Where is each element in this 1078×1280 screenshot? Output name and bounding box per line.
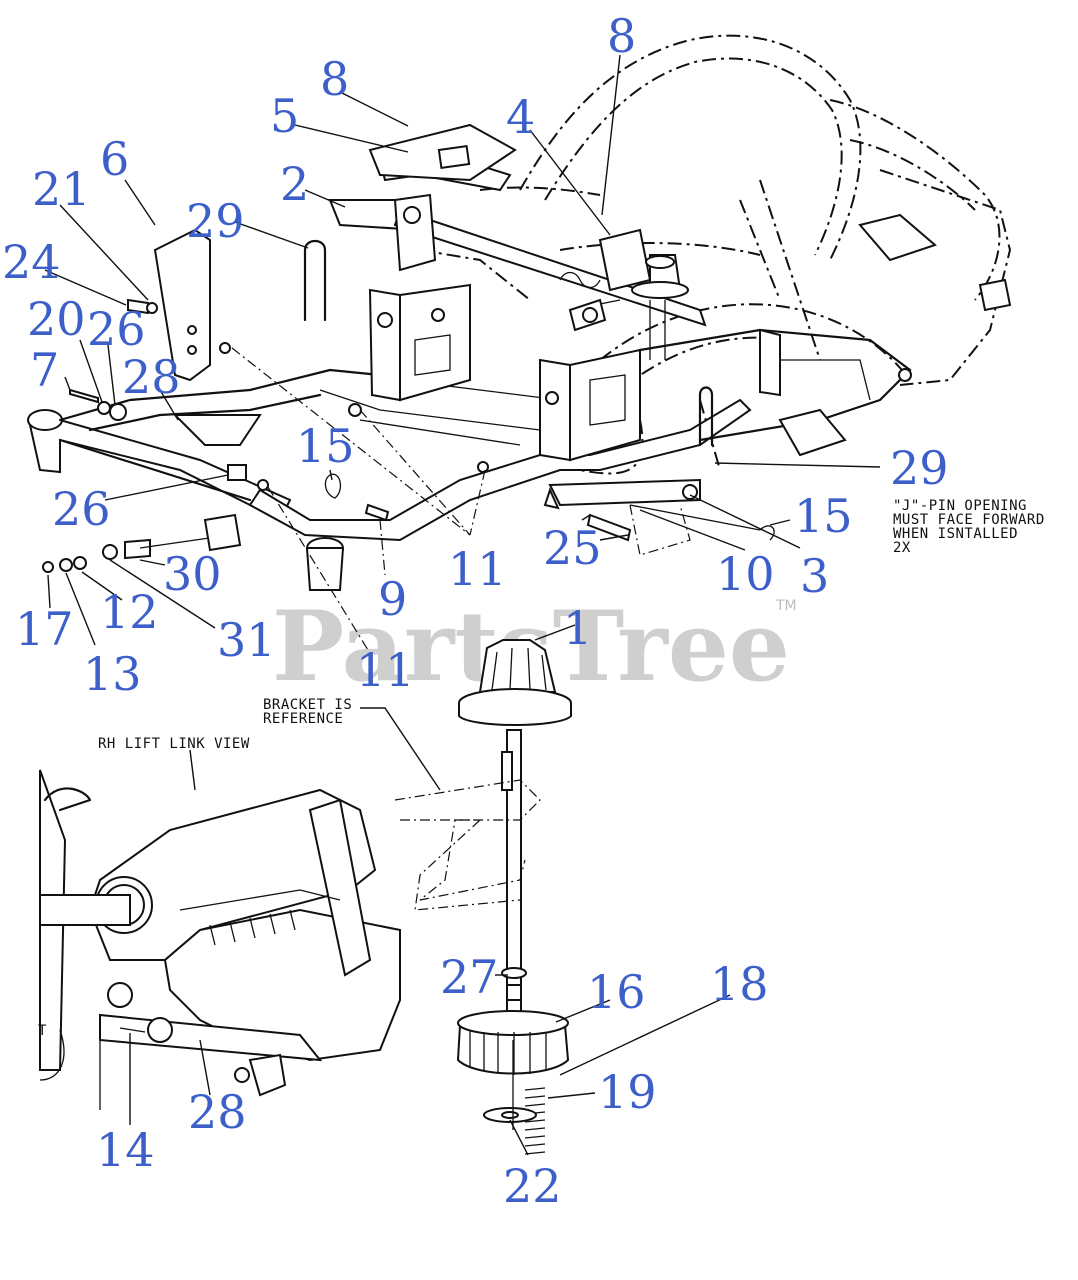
- svg-text:T: T: [38, 1023, 47, 1039]
- callout-21: 21: [32, 162, 91, 216]
- callout-8-left: 8: [320, 52, 349, 106]
- notes: "J"-PIN OPENING MUST FACE FORWARD WHEN I…: [98, 498, 1045, 752]
- callout-13: 13: [83, 647, 142, 701]
- callout-1: 1: [563, 601, 592, 655]
- chassis-frame: [27, 213, 1012, 591]
- callout-19: 19: [598, 1065, 657, 1119]
- jpin-note-line-2: MUST FACE FORWARD: [893, 512, 1045, 528]
- view-title: RH LIFT LINK VIEW: [98, 736, 250, 752]
- height-adjust-assembly: [394, 639, 572, 1155]
- callout-24: 24: [2, 235, 61, 289]
- callout-numbers: 1 2 3 4 5 6 7 8 8 9 10 11 11 12 13 14 15…: [2, 9, 949, 1213]
- callout-10: 10: [716, 547, 775, 601]
- callout-28-upper: 28: [122, 350, 181, 404]
- jpin-note-line-3: WHEN ISNTALLED: [893, 526, 1018, 542]
- callout-9: 9: [378, 572, 407, 626]
- callout-14: 14: [96, 1123, 155, 1177]
- callout-8-right: 8: [607, 9, 636, 63]
- callout-28-lower: 28: [188, 1085, 247, 1139]
- callout-31: 31: [217, 613, 276, 667]
- callout-15-right: 15: [794, 489, 853, 543]
- callout-4: 4: [506, 90, 535, 144]
- callout-11-lower: 11: [356, 643, 415, 697]
- callout-30: 30: [163, 547, 222, 601]
- callout-25: 25: [543, 521, 602, 575]
- callout-18: 18: [710, 957, 769, 1011]
- bracket-note-line-1: BRACKET IS: [263, 697, 352, 713]
- lift-shaft-assembly: [328, 123, 707, 360]
- jpin-note-line-1: "J"-PIN OPENING: [893, 498, 1027, 514]
- callout-15-left: 15: [296, 419, 355, 473]
- callout-2: 2: [280, 157, 309, 211]
- bracket-note-line-2: REFERENCE: [263, 711, 343, 727]
- callout-27: 27: [440, 950, 499, 1004]
- callout-17: 17: [15, 602, 74, 656]
- callout-7: 7: [30, 343, 59, 397]
- watermark-tm: TM: [775, 598, 797, 614]
- jpin-note-line-4: 2X: [893, 540, 911, 556]
- callout-3: 3: [800, 549, 829, 603]
- callout-12: 12: [100, 585, 159, 639]
- callout-26-upper: 26: [87, 302, 146, 356]
- callout-22: 22: [503, 1159, 562, 1213]
- callout-11-upper: 11: [448, 542, 507, 596]
- callout-20: 20: [27, 292, 86, 346]
- rh-lift-link-view: T: [38, 769, 401, 1110]
- callout-29-lower: 29: [890, 441, 949, 495]
- callout-29-upper: 29: [186, 194, 245, 248]
- callout-6: 6: [100, 132, 129, 186]
- callout-5: 5: [270, 89, 299, 143]
- callout-16: 16: [587, 965, 646, 1019]
- leader-lines: [44, 54, 881, 1156]
- callout-26-lower: 26: [52, 482, 111, 536]
- front-right-bracket: [543, 386, 775, 556]
